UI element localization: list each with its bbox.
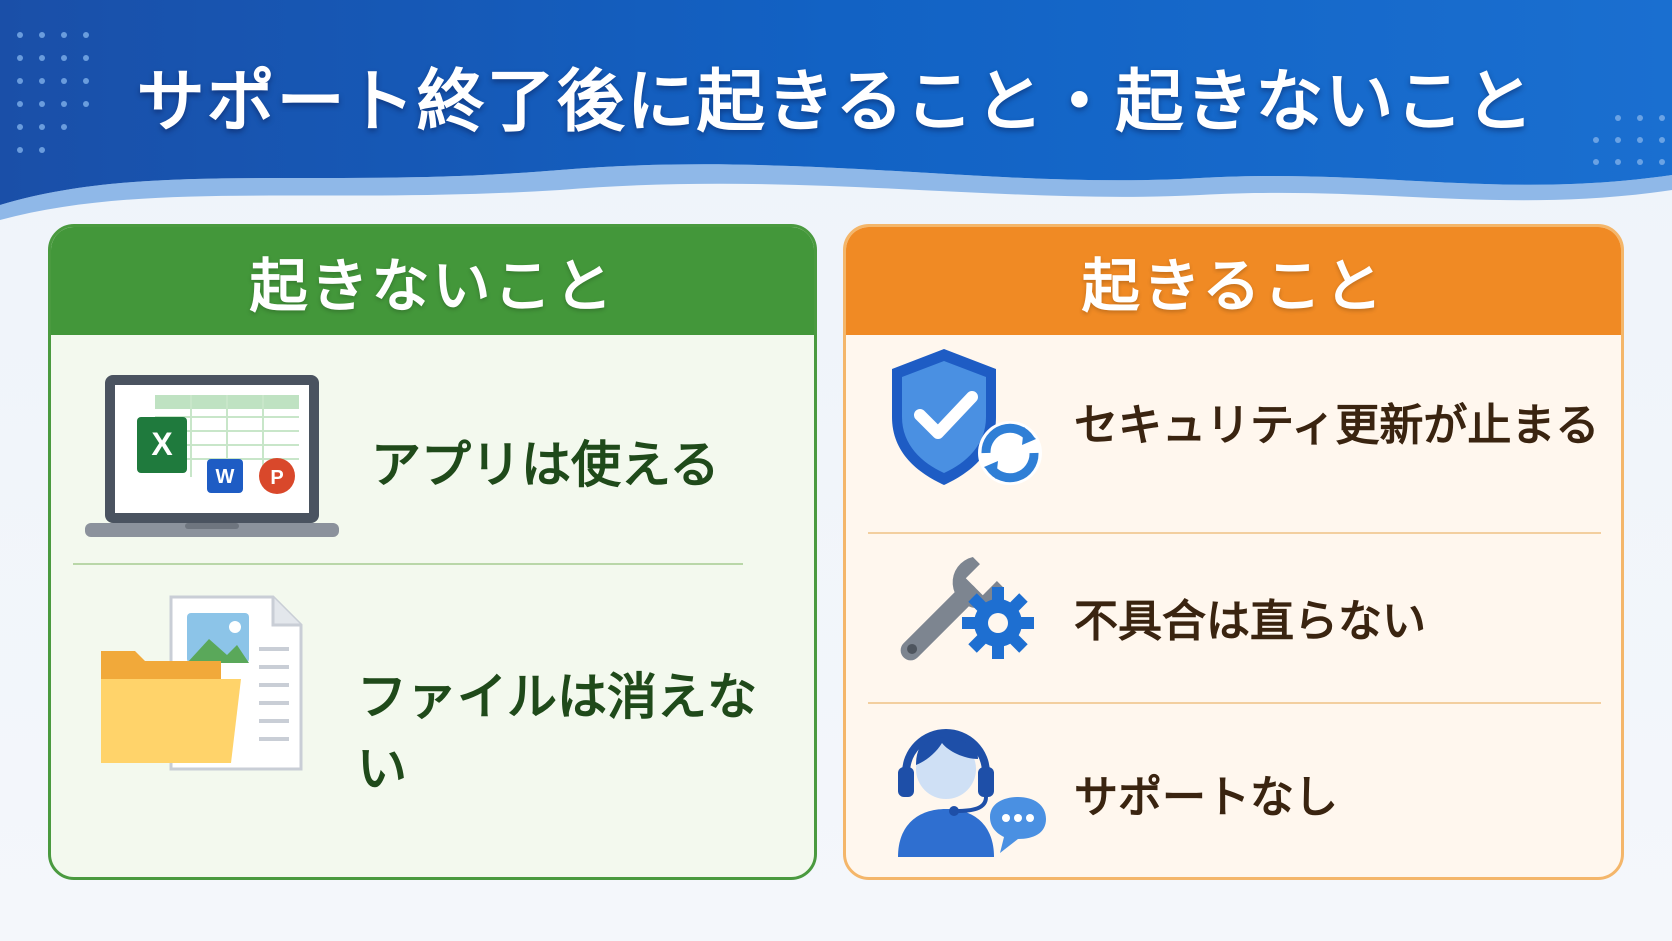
list-item: X W P アプリは使える xyxy=(85,367,785,547)
list-item: ファイルは消えない xyxy=(85,587,785,798)
no-support-label: サポートなし xyxy=(1074,772,1338,823)
excel-badge: X xyxy=(151,426,173,462)
shield-update-icon xyxy=(886,345,1056,499)
list-item: セキュリティ更新が止まる xyxy=(886,345,1606,495)
folder-documents-icon xyxy=(101,587,321,791)
bugs-not-fixed-label: 不具合は直らない xyxy=(1074,596,1426,647)
powerpoint-badge: P xyxy=(270,467,283,489)
wrench-gear-icon xyxy=(886,545,1046,689)
divider xyxy=(73,563,743,565)
header-banner: サポート終了後に起きること・起きないこと xyxy=(0,0,1672,240)
banner-background xyxy=(0,0,1672,220)
list-item: 不具合は直らない xyxy=(886,545,1606,685)
page-title: サポート終了後に起きること・起きないこと xyxy=(136,63,1536,142)
not-happen-panel: 起きないこと X W P xyxy=(48,224,817,880)
will-happen-panel: 起きること セキュリティ更新が止まる xyxy=(843,224,1624,880)
security-updates-stop-label: セキュリティ更新が止まる xyxy=(1074,400,1600,451)
divider xyxy=(868,532,1601,534)
divider xyxy=(868,702,1601,704)
word-badge: W xyxy=(216,466,235,488)
list-item: サポートなし xyxy=(886,717,1606,867)
not-happen-heading: 起きないこと xyxy=(51,227,814,335)
files-remain-label: ファイルは消えない xyxy=(357,668,757,798)
will-happen-heading: 起きること xyxy=(846,227,1621,335)
support-agent-icon xyxy=(886,717,1056,871)
laptop-office-apps-icon: X W P xyxy=(85,367,355,551)
apps-work-label: アプリは使える xyxy=(371,436,720,494)
